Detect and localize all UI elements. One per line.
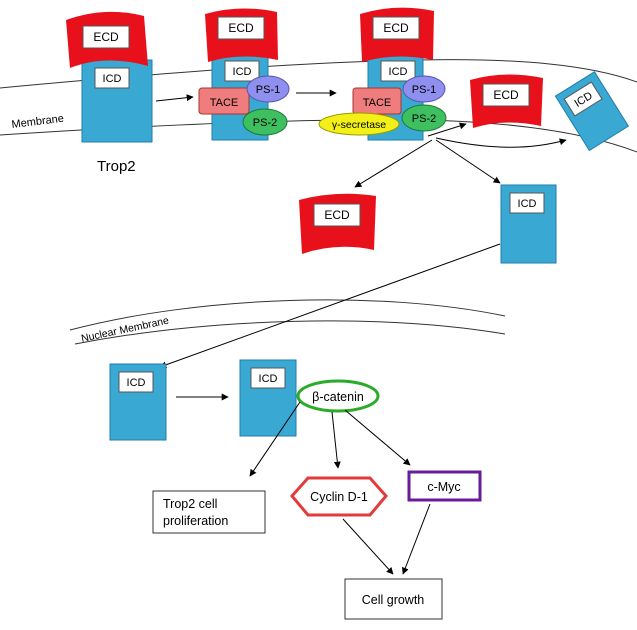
arrow-to-cmyc <box>344 409 411 466</box>
nuclear-membrane-label: Nuclear Membrane <box>80 315 170 345</box>
gamma-secretase-enzyme <box>318 112 400 136</box>
ps1-enzyme-1 <box>246 75 290 103</box>
icd-label-9: ICD <box>259 373 278 385</box>
released-ecd-upper: ECD <box>470 74 543 128</box>
beta-catenin-node <box>296 379 380 413</box>
icd-label-2: ICD <box>233 66 252 78</box>
released-icd-middle: ICD <box>500 184 557 264</box>
ecd-label-6: ECD <box>324 208 350 222</box>
ps1-enzyme-2 <box>402 75 446 103</box>
ecd-label-box-4 <box>482 83 530 107</box>
trop2-proliferation-box <box>152 490 266 534</box>
nuclear-membrane-inner-line <box>74 320 506 345</box>
ps2-enzyme-2 <box>401 104 447 132</box>
ecd-label-box-1 <box>82 25 130 49</box>
icd-label-8: ICD <box>127 377 146 389</box>
cell-growth-label: Cell growth <box>362 593 425 607</box>
cyclin-d1-node <box>290 476 388 517</box>
arrow-to-released-icd-upper <box>435 137 567 148</box>
ecd-label-box-6 <box>313 203 361 227</box>
icd-label-box-3 <box>380 60 416 82</box>
trop2-tace-complex: ECD ICD TACE PS-1 PS-2 <box>198 8 290 141</box>
arrow-to-icd-middle <box>435 139 501 184</box>
nuclear-icd-2: ICD <box>239 359 297 437</box>
nuclear-membrane-outer-line <box>69 299 506 331</box>
trop2-proliferation-line2: proliferation <box>163 514 228 528</box>
trop2-secretase-complex: ECD ICD TACE PS-1 PS-2 γ-secretase <box>318 7 447 141</box>
ecd-label-4: ECD <box>493 88 519 102</box>
ps2-enzyme-1 <box>242 108 288 136</box>
ecd-label-2: ECD <box>228 21 254 35</box>
cell-growth-box <box>344 578 443 620</box>
trop2-proliferation-line1: Trop2 cell <box>163 497 217 511</box>
cyclin-d1-label: Cyclin D-1 <box>310 490 368 504</box>
arrow-to-trop2-proliferation <box>249 401 301 477</box>
tace-label-2: TACE <box>363 97 392 109</box>
ps2-label-2: PS-2 <box>412 113 436 125</box>
beta-catenin-label: β-catenin <box>312 390 364 404</box>
ecd-label-box-3 <box>372 16 420 40</box>
arrow-to-ecd-middle <box>354 139 433 188</box>
icd-label-box-8 <box>118 371 154 393</box>
cmyc-label: c-Myc <box>427 480 460 494</box>
icd-label-box-5 <box>563 81 603 117</box>
ps1-label-1: PS-1 <box>256 84 280 96</box>
arrow-cyclin-to-growth <box>342 518 394 575</box>
ecd-label-box-2 <box>217 16 265 40</box>
ps1-label-2: PS-1 <box>412 84 436 96</box>
tace-label-1: TACE <box>210 97 239 109</box>
trop2-label: Trop2 <box>97 158 136 175</box>
icd-label-box-1 <box>94 67 130 89</box>
released-icd-tilted: ICD <box>554 71 630 152</box>
icd-label-1: ICD <box>103 73 122 85</box>
icd-label-box-9 <box>250 367 286 389</box>
icd-label-box-2 <box>224 60 260 82</box>
icd-label-7: ICD <box>518 198 537 210</box>
arrow-icd-to-nucleus <box>159 243 501 369</box>
ps2-label-1: PS-2 <box>253 117 277 129</box>
gamma-secretase-label: γ-secretase <box>332 119 386 131</box>
arrow-cmyc-to-growth <box>402 503 431 575</box>
membrane-label: Membrane <box>11 113 65 131</box>
icd-block-5 <box>554 71 630 152</box>
arrow-to-cyclin-d1 <box>331 411 341 469</box>
released-ecd-middle: ECD <box>299 193 376 254</box>
ecd-label-1: ECD <box>93 30 119 44</box>
tace-enzyme-1 <box>198 87 250 115</box>
ecd-label-3: ECD <box>383 21 409 35</box>
nuclear-icd-1: ICD <box>109 363 167 441</box>
trop2-intact: ECD ICD <box>66 11 153 143</box>
cmyc-node <box>407 470 482 502</box>
icd-label-box-7 <box>509 192 545 214</box>
icd-label-3: ICD <box>389 66 408 78</box>
arrow-trop2-to-tace <box>155 94 194 102</box>
arrow-to-released-ecd-upper <box>427 122 467 137</box>
